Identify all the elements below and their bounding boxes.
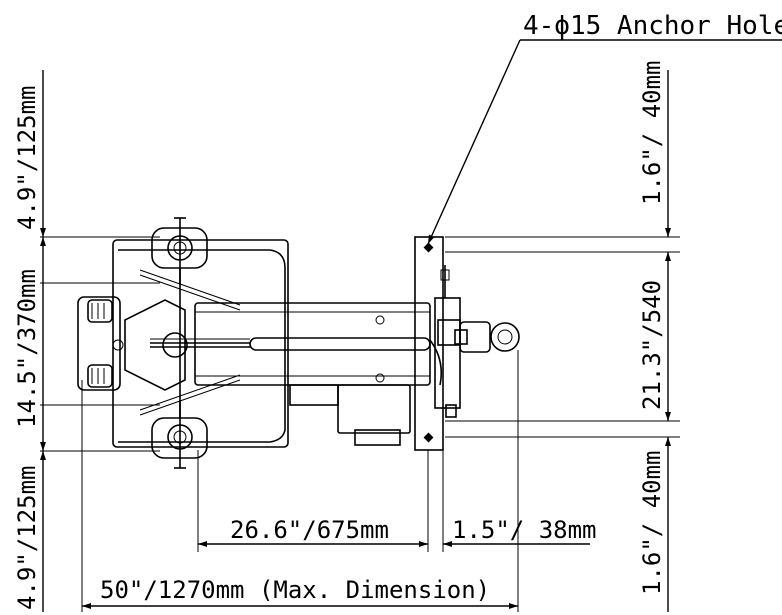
- dim-bottom-right: 1.5"/ 38mm: [452, 516, 597, 544]
- machine-top-view: [77, 217, 520, 469]
- dim-right-bottom: 1.6"/ 40mm: [638, 451, 666, 596]
- dim-bottom-mid: 26.6"/675mm: [230, 516, 389, 544]
- dim-right-middle: 21.3"/540: [638, 280, 666, 410]
- dim-right-top: 1.6"/ 40mm: [638, 61, 666, 206]
- dim-bottom-overall: 50"/1270mm (Max. Dimension): [100, 576, 490, 604]
- dim-left-top: 4.9"/125mm: [13, 86, 41, 231]
- extension-lines: [40, 236, 680, 612]
- dim-left-bottom: 4.9"/125mm: [13, 466, 41, 611]
- dimension-lines: [40, 39, 782, 612]
- anchor-hole-callout: 4-ϕ15 Anchor Hole: [523, 11, 782, 41]
- dim-left-middle: 14.5"/370mm: [13, 269, 41, 428]
